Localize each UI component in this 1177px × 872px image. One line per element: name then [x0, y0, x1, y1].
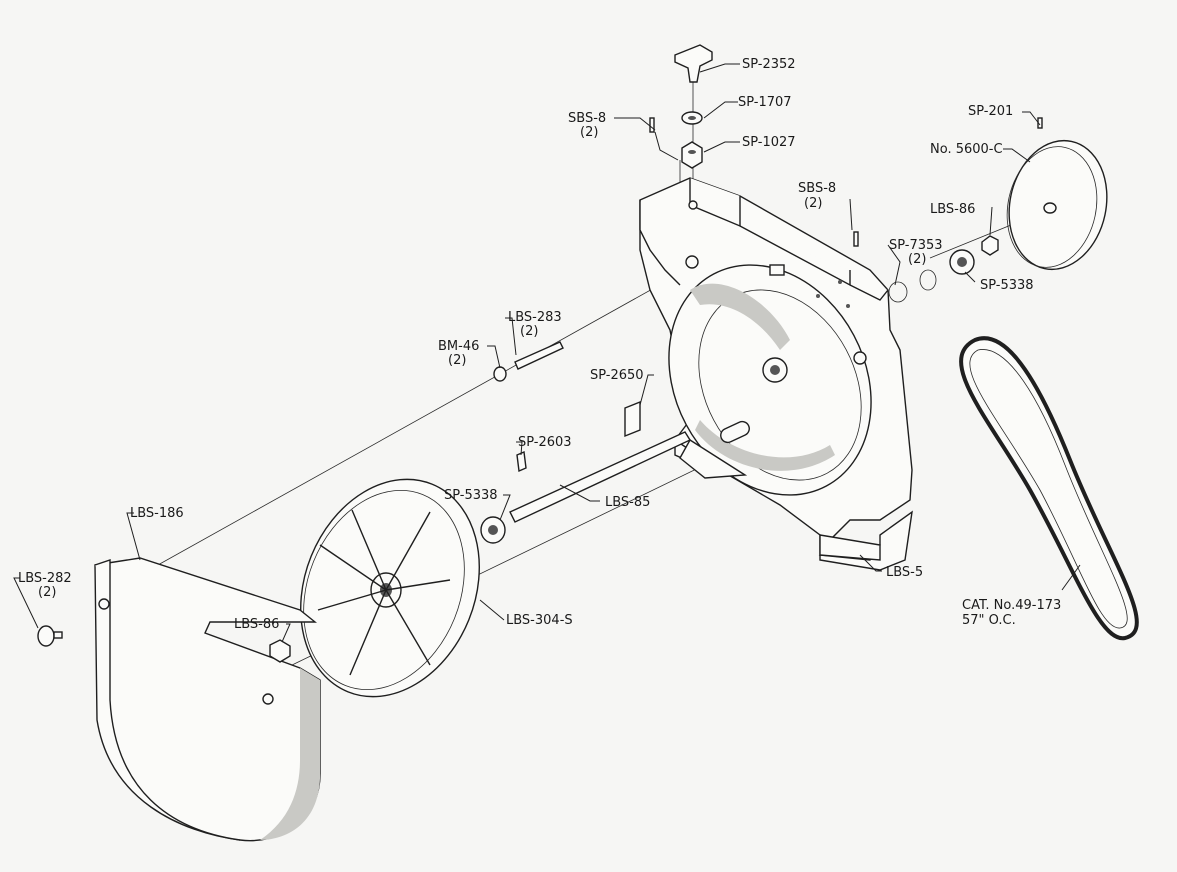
label-sp-1707: SP-1707	[738, 95, 792, 110]
label-lbs-283: LBS-283	[508, 310, 562, 325]
label-sp-2352: SP-2352	[742, 57, 796, 72]
washer-bm-46	[493, 366, 507, 382]
key-sp-2603	[516, 450, 527, 473]
label-lbs-85: LBS-85	[605, 495, 650, 510]
shaft-lbs-85	[509, 431, 692, 523]
label-cat-49-173: CAT. No.49-173	[962, 598, 1061, 613]
label-lbs-283-qty: (2)	[520, 324, 538, 339]
label-no-5600-c: No. 5600-C	[930, 142, 1003, 157]
label-lbs-282-qty: (2)	[38, 585, 56, 600]
label-lbs-304-s: LBS-304-S	[506, 613, 573, 628]
pulley-no-5600-c	[1008, 139, 1108, 271]
label-lbs-282: LBS-282	[18, 571, 72, 586]
label-bm-46-qty: (2)	[448, 353, 466, 368]
guard-lbs-186	[37, 557, 321, 842]
label-sp-2650: SP-2650	[590, 368, 644, 383]
label-lbs-5: LBS-5	[886, 565, 923, 580]
top-bolt-stack	[649, 44, 859, 247]
label-cat-oc: 57" O.C.	[962, 613, 1016, 628]
pin-sbs-8-top	[649, 117, 655, 133]
frame-casting-lbs-5	[639, 177, 913, 571]
pin-sbs-8-mid	[853, 231, 859, 247]
v-belt-cat-49-173	[959, 336, 1139, 641]
part-labels: SP-2352 SP-1707 SBS-8 (2) SP-1027 SP-201…	[18, 57, 1061, 632]
label-sp-2603: SP-2603	[518, 435, 572, 450]
key-sp-2650	[624, 400, 641, 438]
label-sp-5338-left: SP-5338	[444, 488, 498, 503]
label-lbs-86-right: LBS-86	[930, 202, 975, 217]
label-sp-201: SP-201	[968, 104, 1013, 119]
ring-sp-7353-b	[888, 281, 908, 303]
ring-sp-7353-a	[919, 269, 937, 291]
shaft-group	[480, 341, 692, 544]
label-sp-7353-qty: (2)	[908, 252, 926, 267]
label-sp-7353: SP-7353	[889, 238, 943, 253]
label-sbs-8-top-qty: (2)	[580, 125, 598, 140]
label-lbs-86-left: LBS-86	[234, 617, 279, 632]
label-lbs-186: LBS-186	[130, 506, 184, 521]
label-sbs-8-mid-qty: (2)	[804, 196, 822, 211]
wheel-lbs-304-s	[300, 478, 480, 698]
nut-lbs-86-right	[981, 235, 999, 256]
stud-lbs-283	[514, 341, 564, 370]
right-pulley-group	[888, 117, 1108, 303]
label-sbs-8-top: SBS-8	[568, 111, 606, 126]
knob-lbs-282	[37, 625, 55, 647]
label-sp-5338-right: SP-5338	[980, 278, 1034, 293]
label-sp-1027: SP-1027	[742, 135, 796, 150]
nut-lbs-86-left	[269, 639, 291, 663]
label-bm-46: BM-46	[438, 339, 479, 354]
bolt-sp-2352	[674, 44, 713, 83]
label-sbs-8-mid: SBS-8	[798, 181, 836, 196]
nut-sp-1027	[681, 141, 703, 169]
leader-lines	[13, 63, 1081, 643]
